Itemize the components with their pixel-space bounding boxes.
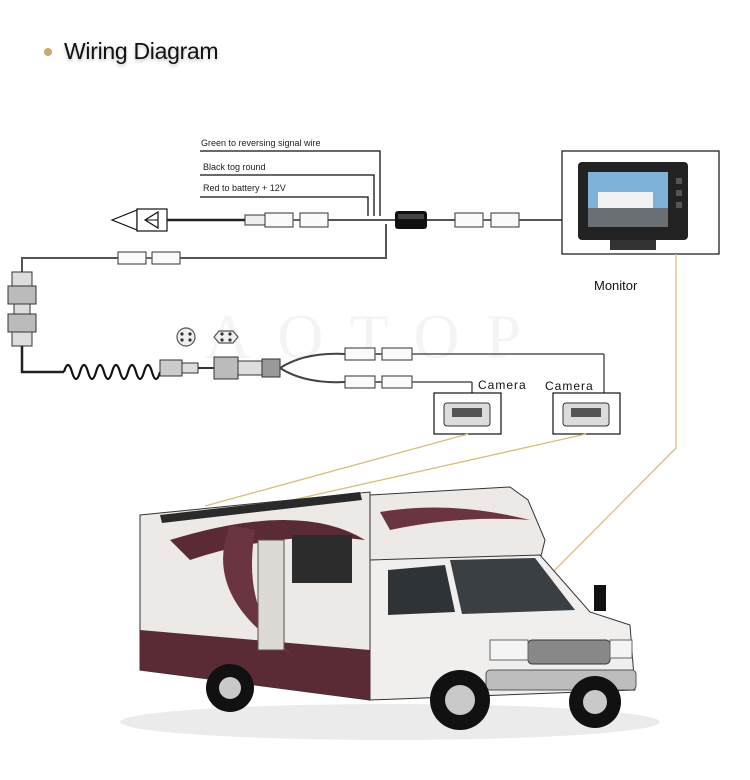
camera-splitter: [279, 347, 605, 393]
page-title: Wiring Diagram: [64, 38, 219, 64]
pin-face-icon: [176, 327, 239, 347]
coiled-cable: [62, 363, 165, 381]
title-block: Wiring Diagram: [44, 38, 219, 65]
wire-label-black: Black tog round: [203, 162, 266, 172]
camera-label-1: Camera: [478, 378, 527, 392]
main-cable: [167, 211, 562, 229]
rv-illustration: [120, 486, 660, 740]
camera-1-icon: [433, 392, 502, 435]
coil-end-connectors: [159, 356, 281, 380]
camera-2-icon: [552, 392, 621, 435]
title-bullet-icon: [44, 47, 52, 56]
extension-cable: [7, 224, 387, 374]
monitor-label: Monitor: [594, 278, 638, 293]
camera-label-2: Camera: [545, 379, 594, 393]
wire-leaders: [200, 150, 381, 216]
wire-label-red: Red to battery + 12V: [203, 183, 286, 193]
plug-connector-icon: [110, 208, 168, 232]
monitor-icon: [561, 150, 720, 255]
wire-label-green: Green to reversing signal wire: [201, 138, 321, 148]
signal-lines: [204, 254, 677, 593]
